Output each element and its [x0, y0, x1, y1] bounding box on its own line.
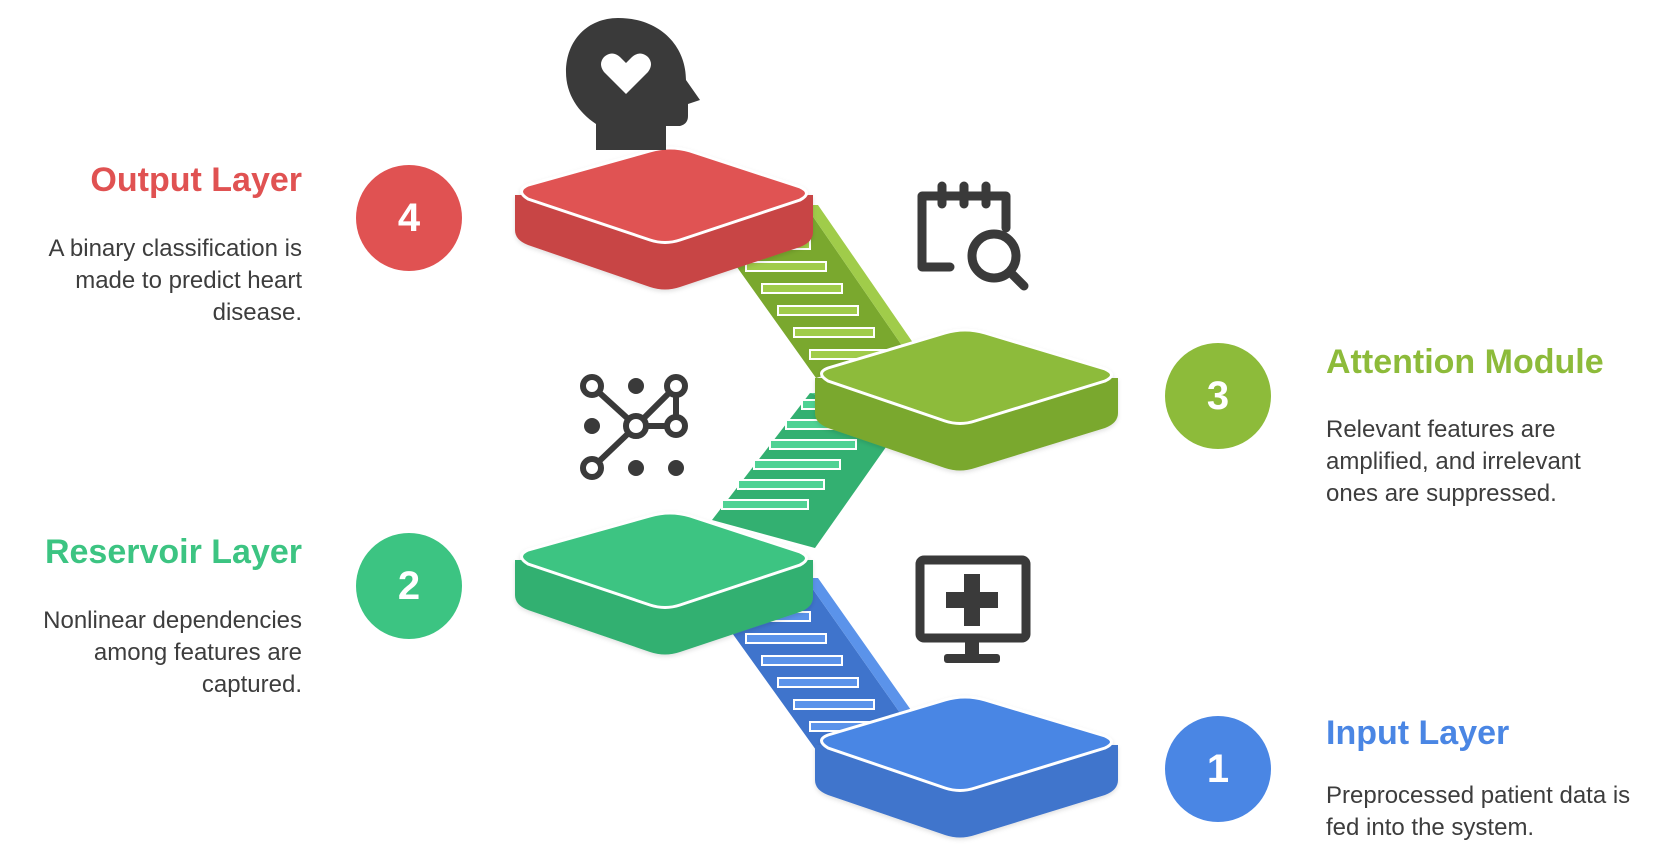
- step-1-badge: 1: [1165, 716, 1271, 822]
- medical-monitor-icon: [915, 555, 1031, 663]
- platform-3: [815, 328, 1118, 471]
- step-3-title: Attention Module: [1326, 343, 1604, 381]
- step-4-badge: 4: [356, 165, 462, 271]
- step-2-badge: 2: [356, 533, 462, 639]
- step-2-title: Reservoir Layer: [44, 533, 302, 571]
- head-heart-icon: [566, 18, 700, 150]
- network-graph-icon: [580, 374, 688, 480]
- platform-2: [515, 511, 813, 655]
- platform-4: [515, 146, 813, 290]
- step-4-description: A binary classification is made to predi…: [48, 235, 302, 326]
- calendar-search-icon: [917, 181, 1029, 291]
- step-1-description: Preprocessed patient data is fed into th…: [1326, 782, 1631, 841]
- step-3-description: Relevant features are amplified, and irr…: [1326, 416, 1581, 507]
- step-1-title: Input Layer: [1326, 714, 1510, 752]
- step-2-description: Nonlinear dependencies among features ar…: [43, 607, 302, 698]
- step-3-badge: 3: [1165, 343, 1271, 449]
- step-4-title: Output Layer: [90, 161, 302, 199]
- platform-1: [815, 695, 1118, 838]
